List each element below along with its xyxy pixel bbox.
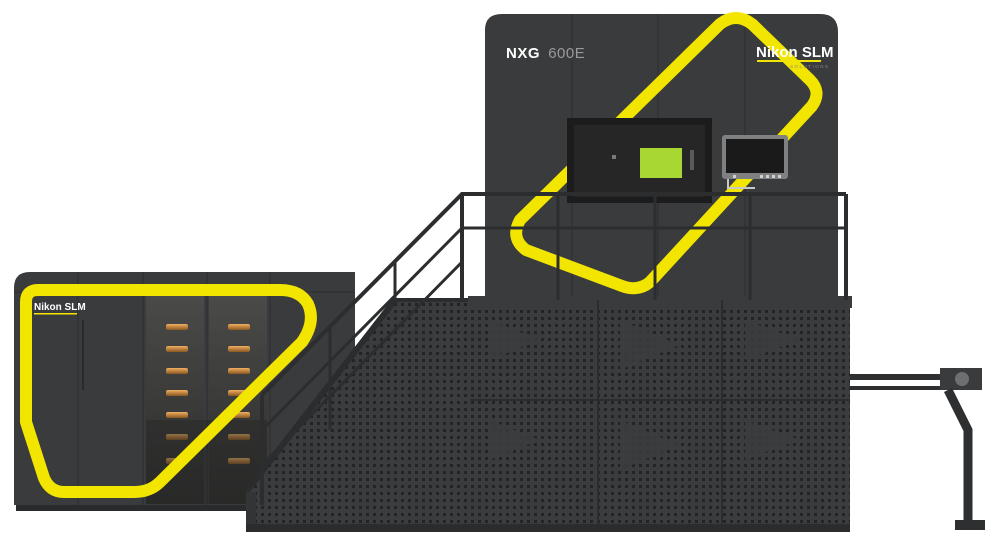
brand-underline (757, 60, 821, 62)
accent-stripe-tower (510, 12, 823, 295)
transfer-conveyor (850, 368, 985, 530)
brand-logo-tower: Nikon SLM (756, 44, 834, 61)
platform-base (246, 296, 852, 532)
safety-railing (260, 192, 848, 505)
hmi-monitor-icon (722, 135, 788, 189)
brand-logo-side: Nikon SLM (34, 302, 86, 313)
brand-sub-label: SOLUTIONS (790, 64, 830, 69)
accent-stripe-powder-unit (20, 284, 317, 498)
model-label: NXG 600E (506, 45, 585, 62)
chamber-viewport-screen (640, 148, 682, 178)
access-staircase (243, 298, 470, 532)
build-tower: NXG 600E Nikon SLM SOLUTIONS (485, 12, 838, 300)
